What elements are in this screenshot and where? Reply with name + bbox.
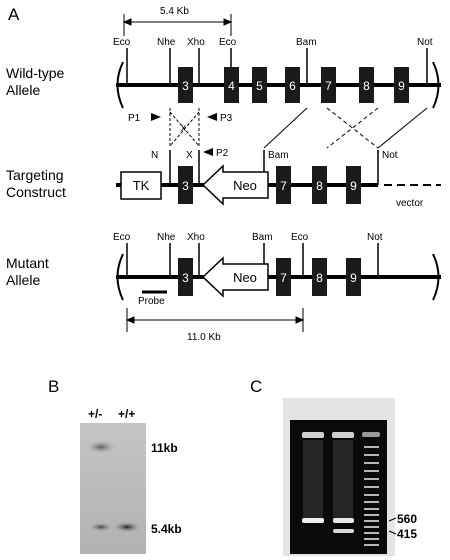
exon-label: 8 [316, 179, 323, 193]
exon-label: 9 [398, 79, 405, 93]
dna-ladder [364, 446, 379, 546]
primer-p1-label: P1 [128, 113, 141, 124]
exon-label: 3 [182, 79, 189, 93]
size-bracket-bottom [125, 308, 305, 332]
exon-label: 4 [228, 79, 235, 93]
gel-band-415-wt [302, 518, 324, 523]
panel-b-label: B [48, 377, 59, 396]
band-label-560: 560 [397, 512, 417, 526]
primer-p3-label: P3 [220, 113, 233, 124]
probe-label: Probe [138, 296, 165, 307]
exon-label: 8 [316, 271, 323, 285]
site-nhe-short: N [151, 150, 158, 161]
site-eco: Eco [113, 37, 131, 48]
band-pointer-560 [388, 517, 397, 522]
blot-band-5.4kb-het [88, 522, 114, 532]
site-bam: Bam [268, 150, 289, 161]
pcr-gel [283, 398, 395, 556]
site-nhe: Nhe [157, 232, 176, 243]
gel-band-415-het [333, 518, 354, 523]
site-bam: Bam [252, 232, 273, 243]
primer-p2-arrow [203, 148, 213, 156]
site-xho-short: X [186, 150, 193, 161]
row-label-mutant-allele: Allele [6, 272, 40, 288]
tk-label: TK [133, 178, 150, 193]
lane-label-het: +/- [88, 407, 102, 421]
tk-cassette [120, 171, 162, 200]
panel-c-label: C [250, 377, 262, 396]
gel-band-560-het [333, 529, 354, 533]
site-nhe: Nhe [157, 37, 176, 48]
site-eco: Eco [219, 37, 237, 48]
vector-label: vector [396, 198, 424, 209]
site-not: Not [367, 232, 383, 243]
blot-band-5.4kb-wt [112, 521, 142, 533]
row-label-wildtype-allele: Allele [6, 82, 40, 98]
exon-label: 3 [182, 179, 189, 193]
site-bam: Bam [296, 37, 317, 48]
exon-box [178, 258, 193, 296]
size-bracket-top [122, 14, 233, 36]
site-not: Not [417, 37, 433, 48]
panel-a-label: A [8, 5, 20, 24]
exon-label: 6 [289, 79, 296, 93]
site-not: Not [382, 150, 398, 161]
site-xho: Xho [187, 37, 205, 48]
exon-box [178, 166, 193, 204]
row-label-wildtype: Wild-type [6, 65, 65, 81]
wildtype-allele: Eco Nhe Xho Eco Bam Not 3 4 5 6 7 8 9 [113, 37, 441, 109]
mutant-allele: Eco Nhe Xho Bam Eco Not 3 Neo 7 8 9 Prob… [113, 232, 441, 307]
band-label-5.4kb: 5.4kb [151, 522, 182, 536]
exon-label: 3 [182, 271, 189, 285]
exon-label: 9 [350, 271, 357, 285]
crossover-mark: x [181, 123, 186, 134]
site-xho: Xho [187, 232, 205, 243]
neo-arrow [201, 164, 269, 206]
row-label-mutant: Mutant [6, 255, 49, 271]
site-eco: Eco [113, 232, 131, 243]
site-eco: Eco [291, 232, 309, 243]
neo-label: Neo [233, 270, 257, 285]
row-label-targeting: Targeting [6, 167, 64, 183]
targeting-construct: N X Bam Not TK 3 Neo 7 8 9 vector [116, 150, 441, 209]
exon-label: 7 [280, 271, 287, 285]
blot-band-11kb [85, 440, 117, 454]
exon-label: 5 [256, 79, 263, 93]
exon-label: 8 [363, 79, 370, 93]
primer-p1-arrow [151, 113, 161, 121]
southern-blot [80, 423, 146, 554]
size-label-bottom: 11.0 Kb [187, 332, 221, 343]
neo-arrow [201, 256, 269, 298]
primer-p3-arrow [207, 113, 217, 121]
lane-label-wt: +/+ [118, 407, 135, 421]
band-label-11kb: 11kb [151, 441, 178, 455]
size-label-top: 5.4 Kb [160, 6, 189, 17]
primer-p2-label: P2 [216, 148, 229, 159]
exon-label: 7 [325, 79, 332, 93]
band-label-415: 415 [397, 527, 417, 541]
neo-label: Neo [233, 178, 257, 193]
band-pointer-415 [388, 530, 397, 535]
exon-label: 7 [280, 179, 287, 193]
recombination-lines [169, 107, 428, 149]
row-label-construct: Construct [6, 184, 66, 200]
exon-label: 9 [350, 179, 357, 193]
